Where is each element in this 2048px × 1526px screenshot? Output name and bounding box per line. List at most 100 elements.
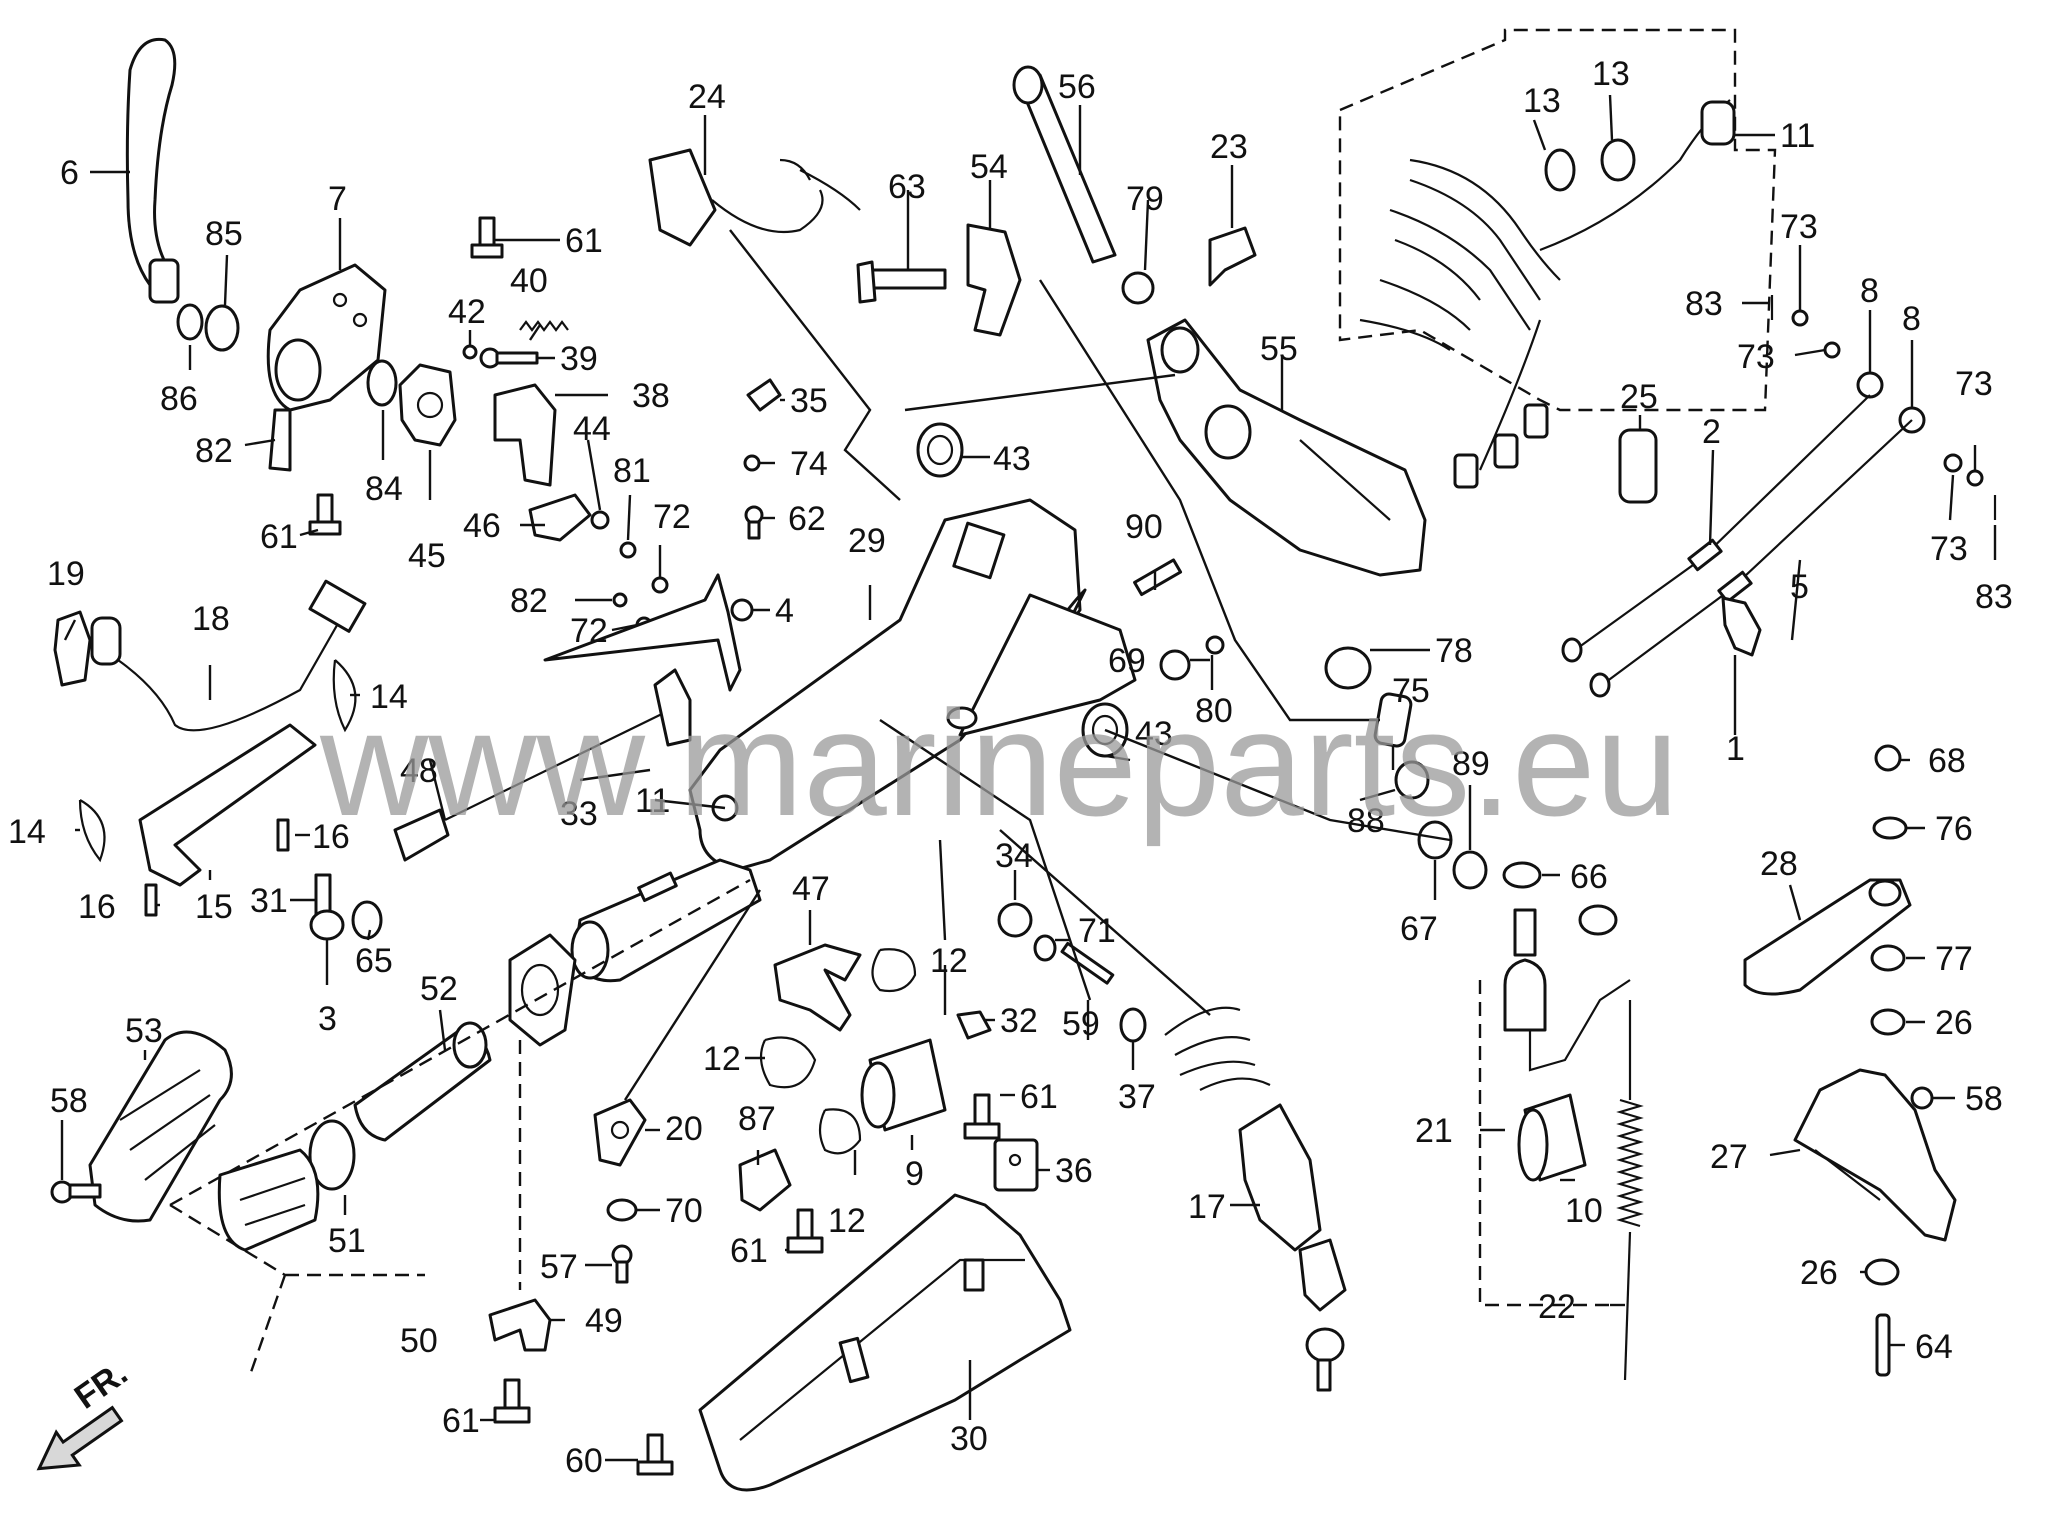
callout-56: 56 — [1058, 68, 1096, 106]
part-86-washer — [176, 303, 204, 341]
callout-67: 67 — [1400, 910, 1438, 948]
part-57-screw — [611, 1244, 633, 1284]
part-28-lever — [1743, 878, 1912, 996]
part-77-washer — [1870, 944, 1906, 972]
callout-79: 79 — [1126, 180, 1164, 218]
part-52-throttle-shaft — [353, 1021, 492, 1142]
callout-69: 69 — [1108, 642, 1146, 680]
part-37-cap — [1119, 1007, 1147, 1043]
callout-37: 37 — [1118, 1078, 1156, 1116]
callout-44: 44 — [573, 410, 611, 448]
part-49-bracket — [488, 1298, 552, 1352]
part-21-choke-knob — [1503, 908, 1631, 1072]
part-9-sleeve — [860, 1038, 947, 1132]
part-33-link — [653, 668, 692, 747]
callout-19: 19 — [47, 555, 85, 593]
callout-12: 12 — [703, 1040, 741, 1078]
callout-70: 70 — [665, 1192, 703, 1230]
part-8-cable-end-a — [1856, 371, 1884, 399]
callout-61: 61 — [565, 222, 603, 260]
part-26-washer-b — [1864, 1258, 1900, 1286]
part-1-cable-bracket — [1721, 596, 1762, 657]
part-61-bolt-c — [963, 1093, 1001, 1140]
callout-12: 12 — [930, 942, 968, 980]
part-15-bracket — [138, 723, 317, 887]
part-82-pin — [612, 592, 628, 608]
part-85-ring — [204, 304, 240, 352]
part-20-clamp — [593, 1098, 647, 1167]
part-19-clamp — [53, 610, 92, 687]
part-5-shift-cable — [1589, 419, 1913, 698]
part-64-pin — [1875, 1313, 1891, 1377]
callout-57: 57 — [540, 1248, 578, 1286]
part-70-nut — [606, 1198, 638, 1222]
callout-1: 1 — [1726, 730, 1745, 768]
part-67-bushing — [1417, 820, 1453, 860]
callout-3: 3 — [318, 1000, 337, 1038]
callout-34: 34 — [995, 837, 1033, 875]
part-87-cap — [738, 1148, 792, 1212]
callout-58: 58 — [1965, 1080, 2003, 1118]
callout-12: 12 — [828, 1202, 866, 1240]
part-12-clamp-a — [871, 948, 917, 993]
callout-labels: 6 85 86 7 82 61 84 45 61 40 42 39 38 44 … — [8, 55, 2013, 1480]
part-65-ring — [351, 900, 383, 940]
part-7-throttle-housing — [266, 263, 387, 472]
part-13-clamp-a — [1544, 148, 1576, 192]
part-40-spring — [519, 320, 569, 332]
callout-13: 13 — [1592, 55, 1630, 93]
callout-5: 5 — [1790, 568, 1809, 606]
part-27-bracket — [1793, 1068, 1957, 1242]
callout-8: 8 — [1902, 300, 1921, 338]
part-69-nut — [1159, 649, 1191, 681]
front-label: FR. — [68, 1354, 135, 1417]
callout-80: 80 — [1195, 692, 1233, 730]
part-71-washer — [1033, 934, 1057, 962]
part-84-bushing — [366, 359, 398, 407]
callout-39: 39 — [560, 340, 598, 378]
callout-73: 73 — [1780, 208, 1818, 246]
callout-78: 78 — [1435, 632, 1473, 670]
part-61-bolt-b — [308, 493, 342, 536]
callout-63: 63 — [888, 168, 926, 206]
part-47-bracket — [773, 943, 862, 1032]
part-58-screw-a — [50, 1180, 102, 1204]
part-73-washer-c — [1943, 453, 1963, 473]
part-81-clip — [619, 541, 637, 559]
callout-58: 58 — [50, 1082, 88, 1120]
callout-27: 27 — [1710, 1138, 1748, 1176]
part-6-throttle-grip — [125, 37, 180, 304]
callout-50: 50 — [400, 1322, 438, 1360]
part-24-stop-switch — [648, 148, 861, 247]
part-35-clip — [746, 378, 782, 412]
part-10-sleeve — [1517, 1093, 1587, 1182]
part-58-screw-b — [1910, 1086, 1934, 1110]
part-60-bolt — [636, 1433, 674, 1476]
part-4-link-rod — [543, 573, 742, 692]
callout-48: 48 — [400, 752, 438, 790]
callout-7: 7 — [328, 180, 347, 218]
part-42-pin — [462, 344, 478, 360]
part-16-screw-b — [144, 883, 158, 917]
part-30-lower-cover — [698, 1193, 1072, 1492]
part-73-washer-d — [1966, 469, 1984, 487]
part-72-washer-a — [651, 576, 669, 594]
callout-74: 74 — [790, 445, 828, 483]
callout-25: 25 — [1620, 378, 1658, 416]
part-88-washer — [1394, 760, 1430, 800]
part-12-clamp-c — [818, 1108, 862, 1155]
callout-65: 65 — [355, 942, 393, 980]
part-76-washer — [1872, 816, 1908, 840]
part-22-choke-spring — [1578, 904, 1644, 1381]
part-48-shift-rod — [393, 709, 671, 862]
callout-38: 38 — [632, 377, 670, 415]
callout-26: 26 — [1800, 1254, 1838, 1292]
part-34-grommet — [997, 902, 1033, 938]
callout-6: 6 — [60, 154, 79, 192]
part-66-washer — [1502, 861, 1542, 889]
callout-43: 43 — [1135, 715, 1173, 753]
callout-61: 61 — [442, 1402, 480, 1440]
callout-85: 85 — [205, 215, 243, 253]
callout-73: 73 — [1737, 338, 1775, 376]
part-throttle-housing — [508, 933, 577, 1047]
